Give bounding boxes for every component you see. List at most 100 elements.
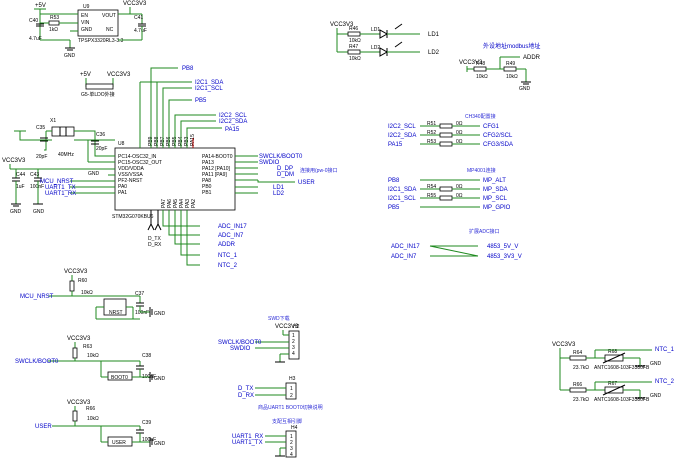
- mp-rows-resistor-2: [439, 195, 453, 201]
- r60-val: 10kΩ: [81, 290, 93, 296]
- r66-ref: R66: [86, 406, 95, 412]
- net-ld2-right: LD2: [273, 191, 285, 197]
- u8-bottom-pin-1: PA6: [167, 199, 173, 208]
- nrst-net: MCU_NRST: [20, 294, 54, 300]
- nrst-vcc: VCC3V3: [64, 269, 88, 275]
- r64-ref: R64: [573, 350, 582, 356]
- net-mcu-nrst-left: MCU_NRST: [40, 179, 74, 185]
- mp-rows-resistor-1: [439, 186, 453, 192]
- r63-val: 10kΩ: [87, 353, 99, 359]
- r63-ref: R63: [83, 344, 92, 350]
- r60-resistor: [69, 280, 75, 292]
- boot-gnd: GND: [154, 376, 166, 382]
- mp-rows-in-0: PB8: [388, 178, 400, 184]
- adc-in17: ADC_IN17: [391, 244, 420, 250]
- u8-right-pin-4: PA8: [202, 178, 211, 184]
- mp-rows-ref-2: R55: [427, 193, 436, 199]
- dbg-pins-num-1: 2: [290, 393, 293, 399]
- u8-bottom-pin-0: PA7: [161, 199, 167, 208]
- r64-resistor: [569, 355, 587, 361]
- adc-in7: ADC_IN7: [391, 254, 417, 260]
- ld2-diode: [379, 47, 389, 57]
- net-ntc2-bottom: NTC_2: [218, 263, 238, 269]
- mcu-top-wires: PB8 I2C1_SDA I2C1_SCL PB5 I2C2_SCL I2C2_…: [139, 66, 247, 148]
- cfg-rows-out-2: CFG3/SDA: [483, 142, 513, 148]
- swd-pins-num-3: 4: [292, 351, 295, 357]
- r64-val: 23.7kΩ: [573, 365, 589, 371]
- user-net: USER: [35, 424, 52, 430]
- led-vcc: VCC3V3: [330, 22, 354, 28]
- uart-pins-num-1: 2: [290, 440, 293, 446]
- cfg-title: CH340配置接: [465, 113, 496, 120]
- u8-gnd-pin: GND: [88, 171, 100, 177]
- u8-right-pin-0: PA14-BOOT0: [202, 154, 233, 160]
- h3-pins: 12: [290, 386, 293, 399]
- net-swclk-boot0-right: SWCLK/BOOT0: [259, 154, 303, 160]
- boot-switch: [107, 371, 133, 381]
- swd-title: SWD下载: [268, 315, 290, 322]
- mp-rows-out-2: MP_SCL: [483, 196, 508, 202]
- x1-ref: X1: [50, 118, 56, 124]
- net-user-right: USER: [298, 180, 315, 186]
- c41-ref: C41: [134, 15, 143, 21]
- nrst-gnd: GND: [154, 311, 166, 317]
- r48-val: 10kΩ: [476, 74, 488, 80]
- h3-header: [285, 382, 297, 400]
- c38-ref: C38: [142, 353, 151, 359]
- cfg-rows-resistor-1: [439, 132, 453, 138]
- uart-net-rx: UART1_RX: [232, 434, 263, 440]
- boot-sw-label: BOOT0: [111, 375, 128, 381]
- u8-right-pin-2: PA12 [PA10]: [202, 166, 230, 172]
- uart-pins-num-0: 1: [290, 434, 293, 440]
- u8-mcu-chip: [114, 147, 236, 211]
- dbg-pins-num-0: 1: [290, 386, 293, 392]
- uart-net-tx: UART1_TX: [232, 440, 263, 446]
- mcu-right-nets: SWCLK/BOOT0 SWDIO D_DP D_DM 连接用(pw-0接口 U…: [235, 154, 338, 197]
- cfg-rows-out-0: CFG1: [483, 124, 500, 130]
- ld1-net: LD1: [428, 32, 440, 38]
- r53-ref: R53: [50, 15, 59, 21]
- u8-part: STM32G070KBU6: [112, 214, 154, 220]
- ldo-gnd: GND: [64, 53, 76, 59]
- uart-pins-num-3: 4: [290, 452, 293, 458]
- dbg-section: H3 12 D_TX D_RX 商品UART1 BOOT0切换说明: [238, 376, 323, 411]
- ld2-ref: LD2: [371, 45, 380, 51]
- adc-title: 扩展ADC接口: [469, 228, 500, 235]
- ntc2-part: ANTC1608-103F3380FB: [594, 397, 650, 403]
- dbg-note: 商品UART1 BOOT0切换说明: [258, 404, 323, 411]
- r47-ref: R47: [349, 44, 358, 50]
- u8-right-pin-1: PA13: [202, 160, 214, 166]
- ldo-vout-label: VCC3V3: [123, 1, 147, 7]
- c43-ref: C43: [30, 172, 39, 178]
- c36-val: 20pF: [96, 146, 107, 152]
- c39-ref: C39: [142, 420, 151, 426]
- h3-ref: H3: [289, 376, 296, 382]
- net-adc-in17-bottom: ADC_IN17: [218, 224, 247, 230]
- net-i2c1-scl-top: I2C1_SCL: [195, 86, 223, 92]
- u9-ref: U9: [83, 4, 90, 10]
- c35-val: 20pF: [36, 154, 47, 160]
- net-pa15-top: PA15: [225, 127, 240, 133]
- cfg-rows-resistor-0: [439, 123, 453, 129]
- boot-net: SWCLK/BOOT0: [15, 359, 59, 365]
- mp-rows-in-1: I2C1_SDA: [388, 187, 416, 193]
- u8-left-pins: PC14-OSC32_INPC15-OSC32_OUTVDD/VDDAVSS/V…: [118, 154, 162, 196]
- net-i2c1-sda-top: I2C1_SDA: [195, 80, 223, 86]
- cfg-rows-val-2: 0Ω: [456, 139, 463, 145]
- decoupling-section: VCC3V3 C44 1uF C43 100nF GND GND: [2, 158, 115, 215]
- u9-part: TPSPX3320RL3-3.3: [78, 38, 124, 44]
- net-d-dp-right: D_DP: [277, 166, 293, 172]
- mp-rows-out-1: MP_SDA: [483, 187, 508, 193]
- r66b-resistor: [569, 387, 587, 393]
- swd-vcc: VCC3V3: [275, 324, 299, 330]
- net-swdio-right: SWDIO: [259, 160, 280, 166]
- bridge-label: G5-单LDO外接: [81, 91, 115, 98]
- cfg-rows-ref-0: R51: [427, 121, 436, 127]
- user-gnd: GND: [154, 441, 166, 447]
- h4-ref: H4: [291, 425, 298, 431]
